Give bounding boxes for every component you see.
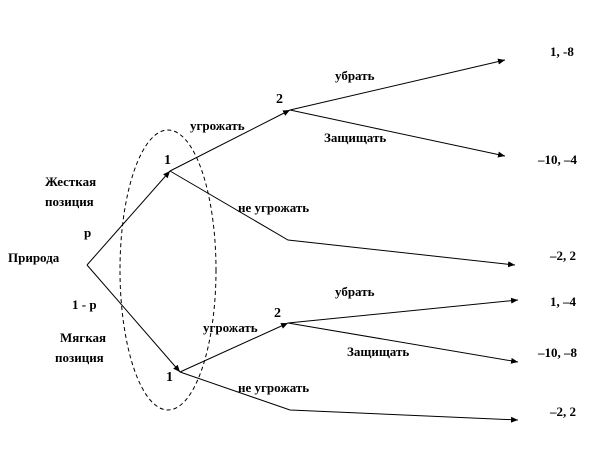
- lower-player1-node: 1: [166, 370, 173, 385]
- lower-threaten-label: угрожать: [203, 320, 258, 335]
- edge-lower-not-threaten: [179, 371, 519, 423]
- lower-remove-label: убрать: [335, 284, 375, 299]
- upper-payoff-defend: –10, –4: [537, 152, 578, 167]
- upper-threaten-label: угрожать: [190, 118, 245, 133]
- edge-upper-threaten: [169, 109, 291, 172]
- nature-prob-soft: 1 - p: [72, 297, 97, 312]
- nature-branch-tough-line2: позиция: [45, 194, 94, 209]
- upper-payoff-remove: 1, -8: [550, 44, 574, 59]
- edge-nature-soft: [86, 264, 181, 373]
- edge-lower-defend: [287, 322, 519, 364]
- information-set-ellipse: [119, 129, 217, 411]
- nature-branch-soft-line2: позиция: [55, 350, 104, 365]
- upper-player2-node: 2: [276, 92, 283, 107]
- edge-upper-remove: [289, 58, 506, 111]
- lower-payoff-remove: 1, –4: [550, 294, 577, 309]
- lower-payoff-not-threaten: –2, 2: [549, 404, 576, 419]
- nature-prob-tough: p: [84, 225, 91, 240]
- nature-branch-soft-line1: Мягкая: [60, 330, 106, 345]
- edge-lower-threaten: [179, 322, 289, 373]
- upper-remove-label: убрать: [335, 68, 375, 83]
- edge-lower-remove: [287, 297, 519, 324]
- nature-branch-tough-line1: Жесткая: [45, 174, 96, 189]
- upper-not-threaten-label: не угрожать: [238, 200, 309, 215]
- lower-defend-label: Защищать: [347, 344, 409, 359]
- lower-not-threaten-label: не угрожать: [238, 380, 309, 395]
- nature-node-label: Природа: [8, 250, 60, 265]
- upper-payoff-not-threaten: –2, 2: [549, 248, 576, 263]
- upper-player1-node: 1: [164, 153, 171, 168]
- lower-payoff-defend: –10, –8: [537, 345, 578, 360]
- edge-nature-tough: [86, 170, 171, 266]
- edge-upper-not-threaten: [169, 170, 516, 268]
- edge-upper-defend: [289, 109, 506, 158]
- lower-player2-node: 2: [274, 306, 281, 321]
- upper-defend-label: Защищать: [324, 130, 386, 145]
